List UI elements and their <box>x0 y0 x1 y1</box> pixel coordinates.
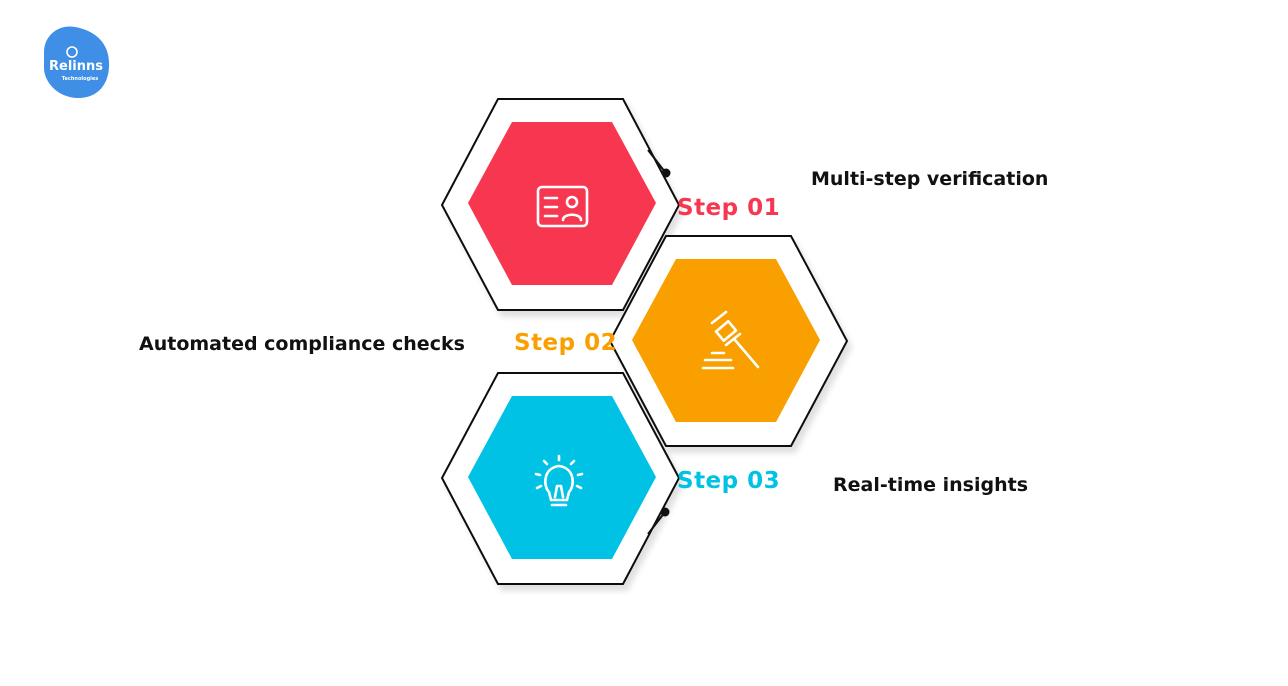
step-01: Step 01 Multi-step verification <box>440 98 1048 311</box>
step-01-hex <box>468 122 656 285</box>
step-02-label: Step 02 <box>514 330 617 356</box>
step-01-connector <box>647 149 666 173</box>
step-03: Step 03 Real-time insights <box>440 372 1028 585</box>
logo-blob <box>44 26 110 99</box>
step-03-hex <box>468 396 656 559</box>
lightbulb-icon <box>534 454 584 507</box>
logo: Relinns Technologies <box>44 26 110 99</box>
step-03-label: Step 03 <box>677 468 780 494</box>
gavel-icon <box>701 310 760 370</box>
step-01-dot <box>661 168 671 178</box>
logo-name: Relinns <box>49 59 103 74</box>
step-02: Step 02 Automated compliance checks <box>139 235 849 447</box>
step-03-connector <box>647 511 666 535</box>
logo-tagline: Technologies <box>62 76 98 82</box>
step-03-description: Real-time insights <box>833 474 1028 496</box>
step-02-description: Automated compliance checks <box>139 333 465 355</box>
step-03-dot <box>660 507 670 517</box>
id-card-icon <box>536 185 589 228</box>
step-01-label: Step 01 <box>677 195 780 221</box>
step-01-description: Multi-step verification <box>811 168 1048 190</box>
lightbulb-icon <box>66 46 78 58</box>
